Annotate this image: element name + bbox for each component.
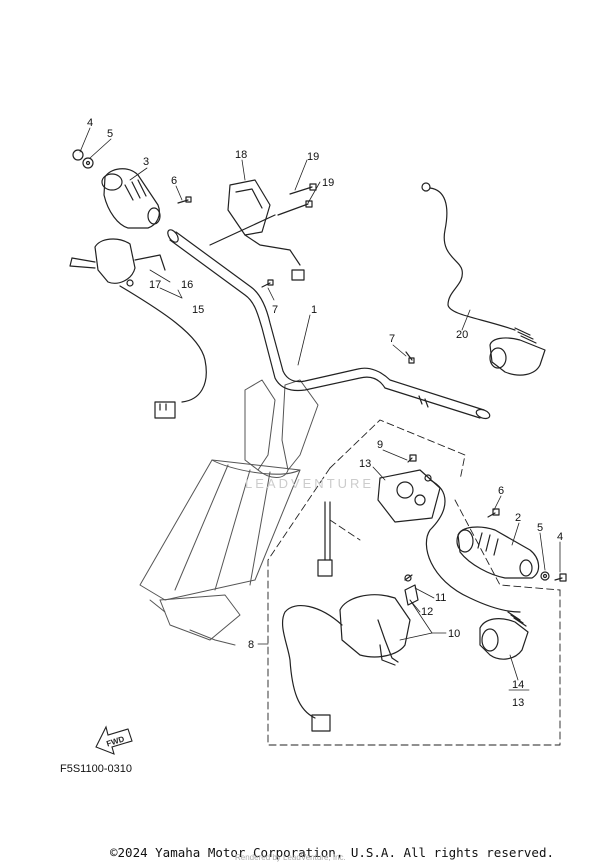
callout-18: 18 [235,149,247,161]
right-grip [456,526,540,579]
callout-12: 12 [421,606,433,618]
right-end-bolt [487,508,567,582]
part-code: F5S1100-0310 [60,763,132,775]
throttle-lever-housing [281,574,419,732]
lanyard-cord [421,182,546,376]
steering-column [139,379,319,646]
callout-19-b: 19 [322,177,334,189]
callout-leaders [79,127,561,691]
callout-17: 17 [149,279,161,291]
lanyard-clip-right [479,611,529,660]
callout-8: 8 [248,639,254,651]
callout-14: 14 [512,679,524,691]
callout-4-right: 4 [557,531,563,543]
callout-7-a: 7 [272,304,278,316]
callout-19-a: 19 [307,151,319,163]
callout-10: 10 [448,628,460,640]
handlebar [167,229,491,420]
callout-5-left: 5 [107,128,113,140]
right-switch-assembly [317,454,521,613]
copyright-notice: ©2024 Yamaha Motor Corporation, U.S.A. A… [110,845,555,860]
callout-3: 3 [143,156,149,168]
callout-1: 1 [311,304,317,316]
assembly-outline [267,419,561,746]
callout-20: 20 [456,329,468,341]
callout-16: 16 [181,279,193,291]
callout-labels: 1 2 3 4 4 5 5 6 6 7 7 8 9 10 11 12 13 14… [87,117,563,709]
left-switch-housing [69,238,207,419]
callout-13-upper: 13 [359,458,371,470]
callout-7-b: 7 [389,333,395,345]
callout-2: 2 [515,512,521,524]
callout-9: 9 [377,439,383,451]
footer-watermark: Rendered by LeadVenture, Inc. [235,853,346,862]
left-end-bolt [72,149,94,169]
watermark-text: LEADVENTURE [245,476,374,491]
callout-6-left: 6 [171,175,177,187]
callout-13-lower: 13 [512,697,524,709]
callout-4-left: 4 [87,117,93,129]
left-grip [101,168,161,229]
callout-6-right: 6 [498,485,504,497]
screws-left [177,196,415,364]
callout-15: 15 [192,304,204,316]
fwd-arrow-icon: FWD [95,725,133,755]
throttle-bracket [209,179,317,281]
callout-11: 11 [435,592,446,604]
callout-5-right: 5 [537,522,543,534]
